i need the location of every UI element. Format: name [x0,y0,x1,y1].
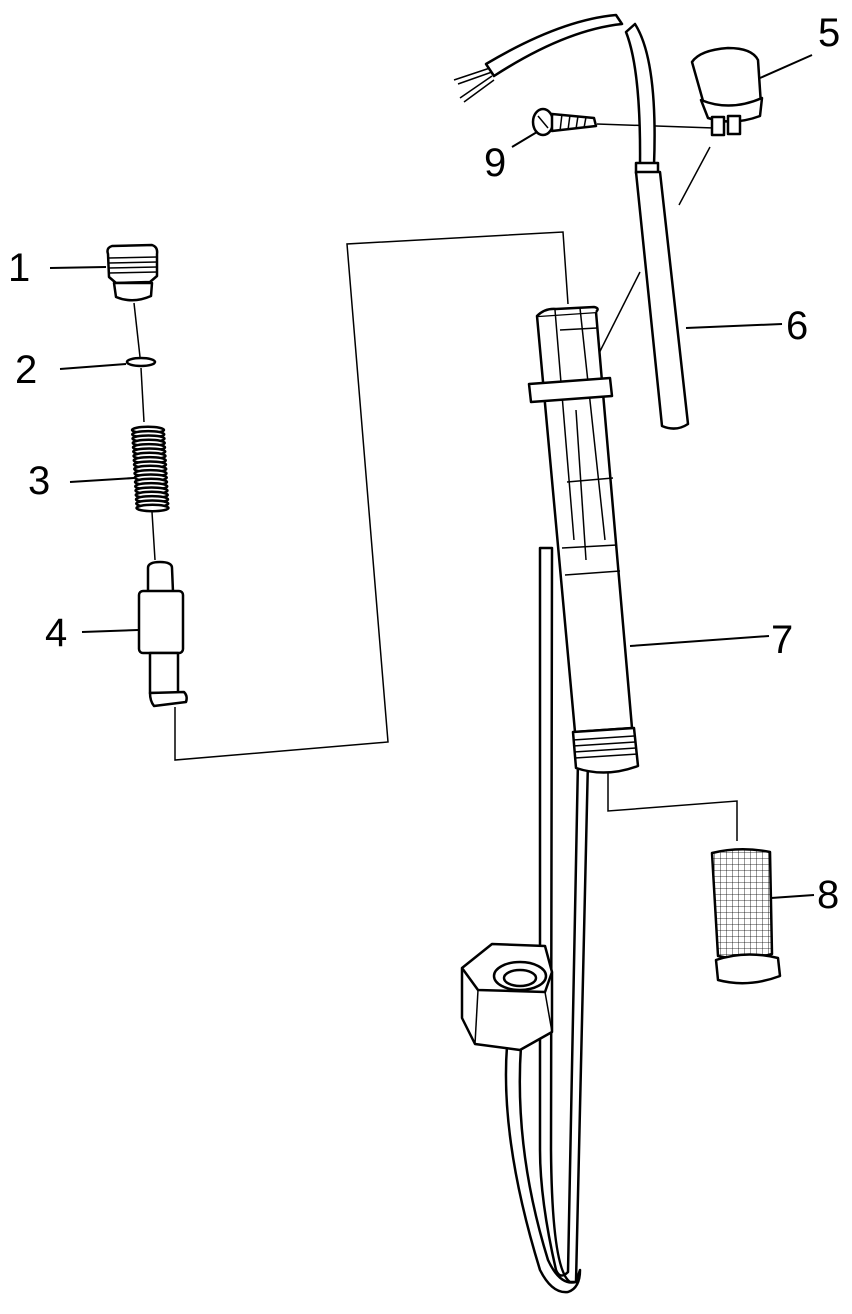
suction-tube [504,546,590,1294]
callout-5: 5 [818,11,840,55]
callout-6: 6 [786,304,808,348]
callout-2: 2 [15,348,37,392]
callout-3: 3 [28,459,50,503]
callout-7: 7 [771,618,793,662]
hex-nut [460,942,554,1052]
callout-9: 9 [484,141,506,185]
part-7-tube-body [527,305,640,774]
part-6-sensor-rod [634,161,690,430]
part-4-plunger [137,560,188,708]
spring-coil [135,503,170,513]
part-3-spring [130,425,170,513]
callout-4: 4 [45,611,67,655]
part-1-threaded-fitting [106,243,159,302]
callout-8: 8 [817,873,839,917]
part-5-connector-cap [690,46,764,137]
sensor-cable [453,13,656,167]
callout-1: 1 [8,246,30,290]
leader-lines [49,54,815,899]
part-2-o-ring [125,356,157,368]
part-8-mesh-strainer [710,848,782,985]
callouts: 1 2 3 4 5 6 7 8 9 [8,11,840,917]
assembly-lines [133,123,738,841]
part-9-screw [531,107,598,137]
